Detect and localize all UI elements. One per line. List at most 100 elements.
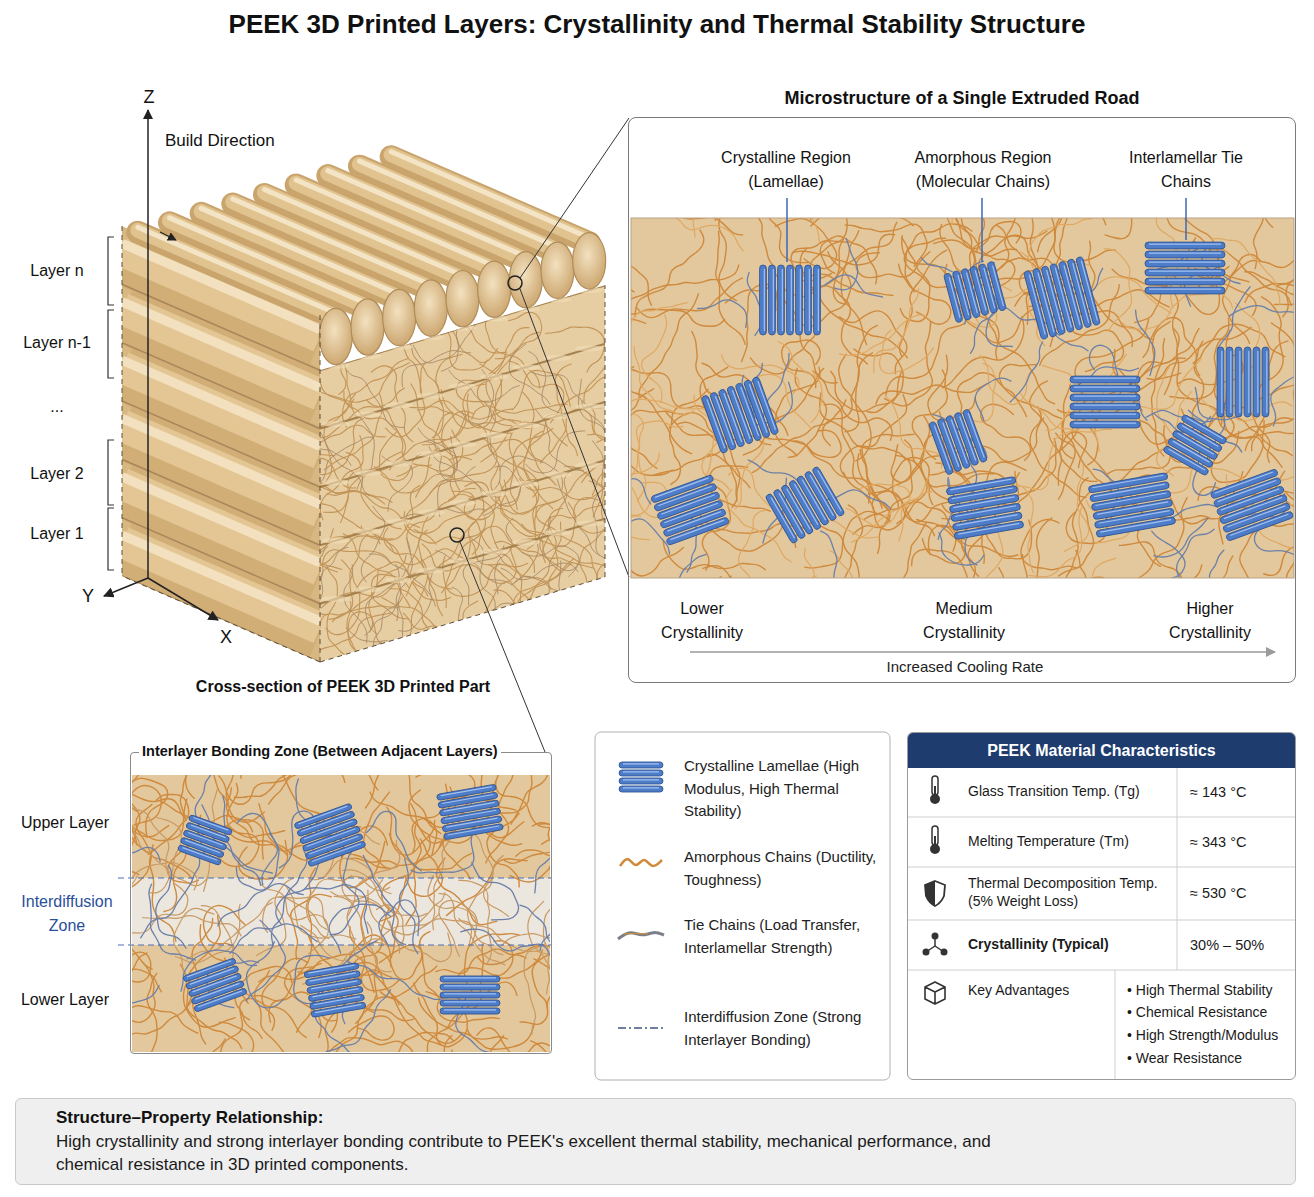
polymer-chain (370, 554, 436, 606)
polymer-chain (1015, 418, 1084, 517)
lamella-highlight (444, 985, 496, 986)
road-bump (512, 423, 540, 429)
polymer-chain (587, 434, 613, 516)
molecule-atom (923, 949, 930, 956)
leader-line (520, 118, 629, 278)
lamella-rod (1070, 412, 1140, 419)
lamella-highlight (198, 991, 242, 1007)
road-bump (385, 519, 413, 525)
polymer-chain (748, 460, 808, 491)
road-bump (322, 479, 350, 485)
road-end (573, 233, 606, 289)
lamella-rod (943, 273, 963, 323)
polymer-chain (417, 401, 513, 420)
road-ends (319, 233, 605, 365)
region-label: Interlamellar Tie Chains (1127, 146, 1245, 194)
molecule-atom (932, 933, 939, 940)
road-bump (544, 530, 572, 536)
z-axis (147, 110, 149, 578)
polymer-chain (975, 378, 1011, 421)
interlayer-image (132, 775, 550, 1052)
polymer-chain (592, 441, 631, 516)
polymer-chain (1108, 421, 1171, 474)
lamella-rod (619, 778, 663, 784)
polymer-chain (677, 554, 706, 578)
polymer-chain (348, 962, 442, 999)
lamella-rod (440, 984, 500, 990)
road-bump (544, 355, 572, 361)
road-bump (575, 345, 603, 351)
road-bump (575, 520, 603, 526)
lamella-rod (1070, 403, 1140, 410)
polymer-chain (637, 278, 743, 318)
lamella-highlight (444, 993, 496, 994)
polymer-chain (1031, 558, 1116, 578)
polymer-chain (834, 239, 858, 290)
road-bump (480, 432, 508, 438)
polymer-chain (403, 613, 498, 635)
dashed-edge (320, 577, 605, 662)
lamella-highlight (308, 965, 354, 973)
polymer-chain (548, 819, 550, 869)
polymer-chain (768, 218, 809, 263)
polymer-chain (840, 395, 906, 477)
polymer-chain (792, 234, 894, 265)
road-bump (575, 462, 603, 468)
polymer-chain (132, 847, 160, 861)
lamella-highlight (1074, 396, 1136, 397)
polymer-chain (241, 775, 281, 778)
lamella-rod (440, 1000, 500, 1006)
polymer-chain (831, 371, 902, 412)
polymer-chain (269, 775, 345, 804)
layer-label: ... (7, 397, 107, 417)
axis-label: Z (134, 86, 164, 109)
polymer-chain (379, 432, 421, 480)
polymer-chain (445, 517, 485, 607)
layer-seam (320, 460, 605, 545)
arrow-label: Increased Cooling Rate (835, 658, 1095, 677)
polymer-chain (476, 548, 516, 637)
lamella-highlight (782, 269, 783, 331)
polymer-chain (1017, 429, 1079, 490)
polymer-chain (1209, 550, 1233, 578)
polymer-chain (703, 566, 798, 578)
polymer-chain (305, 547, 347, 615)
lamella-highlight (444, 1009, 496, 1010)
layer-bracket (108, 237, 114, 305)
polymer-chain (778, 342, 822, 423)
polymer-chain (296, 564, 337, 615)
polymer-chain (186, 775, 211, 798)
table-bullet: • High Strength/Modulus (1127, 1027, 1278, 1045)
road-bump (417, 451, 445, 457)
table-cell: Thermal Decomposition Temp. (5% Weight L… (968, 874, 1176, 910)
crystalline-lamella (294, 803, 366, 867)
lamella-highlight (310, 973, 356, 981)
road-end (478, 261, 511, 317)
polymer-chain (477, 332, 539, 406)
lamella-rod (1145, 269, 1225, 276)
polymer-chain (739, 510, 767, 578)
polymer-chain (405, 839, 442, 897)
polymer-chain (470, 627, 497, 715)
polymer-chain (531, 1041, 550, 1052)
polymer-chain (1144, 565, 1202, 578)
polymer-chain (556, 608, 644, 653)
polymer-chain (329, 904, 391, 953)
polymer-chain (1177, 529, 1214, 578)
lamella-rod (1070, 385, 1140, 392)
panel-box: Microstructure of a Single Extruded Road (628, 117, 1296, 683)
thermo-fill (934, 836, 936, 846)
polymer-chain (639, 294, 699, 397)
polymer-chain (330, 852, 359, 935)
polymer-chain (845, 325, 877, 431)
polymer-chain (1010, 342, 1042, 402)
lamella-rod (1024, 270, 1049, 339)
polymer-chain (132, 862, 197, 891)
road-end (351, 299, 384, 355)
polymer-chain (459, 880, 491, 963)
polymer-chain (631, 319, 646, 377)
lamella-rod (760, 265, 767, 335)
polymer-chain (860, 484, 910, 541)
table-row-rule (908, 817, 1295, 818)
